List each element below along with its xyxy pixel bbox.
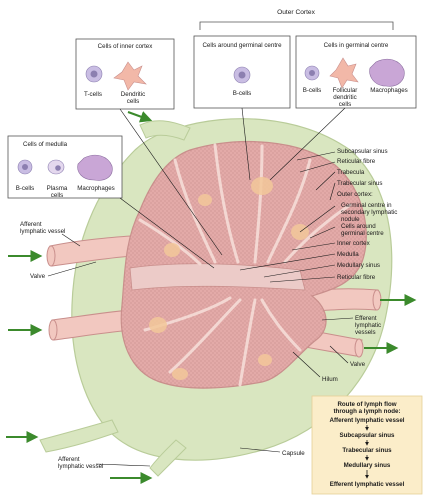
macrophage-icon <box>369 58 405 87</box>
right-labels: Subcapsular sinus Reticular fibre Trabec… <box>239 148 397 457</box>
box-title: Cells of inner cortex <box>98 43 154 50</box>
box-title: Cells in germinal centre <box>324 42 389 49</box>
leader-lines <box>119 107 346 269</box>
route-step: Efferent lymphatic vessel <box>330 481 405 488</box>
cell-label: B-cells <box>16 185 35 192</box>
medulla-region <box>129 263 306 291</box>
nucleus <box>309 70 315 76</box>
label-reticular-fibre-2: Reticular fibre <box>337 274 376 281</box>
cell-label: Macrophages <box>370 87 408 94</box>
germinal-in-box: Cells in germinal centre B-cells Follicu… <box>295 35 417 109</box>
label-outer-cortex: Outer cortex: <box>337 191 373 198</box>
flow-arrows <box>6 111 417 484</box>
nucleus <box>90 70 98 78</box>
flow-arrow <box>127 111 153 123</box>
label-valve-right: Valve <box>350 361 366 368</box>
route-step: Afferent lymphatic vessel <box>330 417 405 424</box>
box-title: Cells of medulla <box>23 141 68 148</box>
label-valve-left: Valve <box>30 273 46 280</box>
label-reticular-fibre: Reticular fibre <box>337 158 376 165</box>
box-title: Cells around germinal centre <box>202 42 282 49</box>
label-inner-cortex: Inner cortex <box>337 240 371 247</box>
nucleus <box>22 164 28 170</box>
label-trabecular-sinus: Trabecular sinus <box>337 180 383 187</box>
follicular-dendritic-cell-icon <box>329 57 359 89</box>
label-subcapsular-sinus: Subcapsular sinus <box>337 148 388 155</box>
nucleus <box>238 71 246 79</box>
label-capsule: Capsule <box>282 450 305 457</box>
label-hilum: Hilum <box>322 376 338 383</box>
outer-cortex-header: Outer Cortex <box>277 9 315 16</box>
route-step: Medullary sinus <box>344 462 391 469</box>
label-trabecula: Trabecula <box>337 169 365 176</box>
label-medullary-sinus: Medullary sinus <box>337 262 380 269</box>
germinal-around-box: Cells around germinal centre B-cells <box>193 35 291 109</box>
route-step: Subcapsular sinus <box>339 432 395 439</box>
cell-label: B-cells <box>303 87 322 94</box>
dendritic-cell-icon <box>113 61 147 91</box>
label-medulla: Medulla <box>337 251 359 258</box>
nucleus <box>55 165 61 171</box>
cell-label: Macrophages <box>77 185 115 192</box>
trabeculae <box>138 143 352 387</box>
cell-label: B-cells <box>233 90 252 97</box>
cell-label: T-cells <box>84 91 102 98</box>
macrophage-icon <box>77 154 113 181</box>
route-step: Trabecular sinus <box>342 447 392 454</box>
afferent-vessels <box>39 120 191 477</box>
outer-cortex-bracket: Outer Cortex <box>199 9 394 30</box>
